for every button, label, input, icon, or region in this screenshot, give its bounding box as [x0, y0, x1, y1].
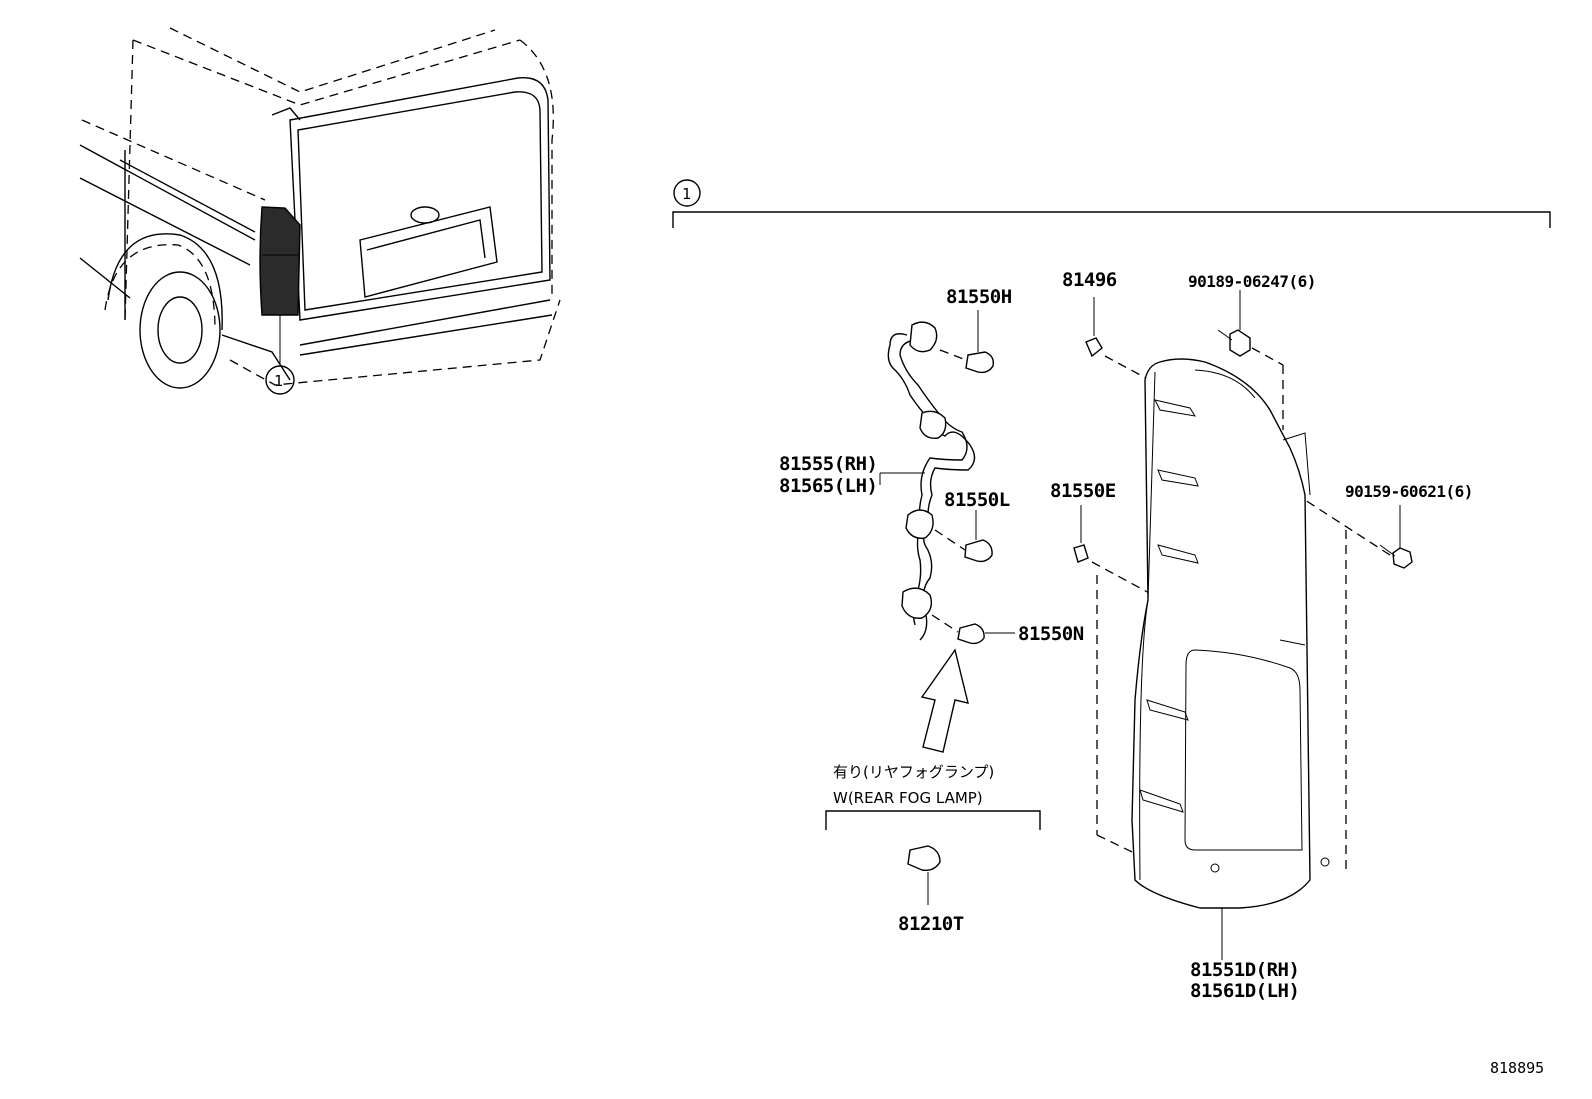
label-81550h: 81550H — [946, 286, 1012, 308]
view-arrow — [920, 648, 969, 753]
callout-marker-vehicle: 1 — [274, 372, 283, 390]
part-labels: 81550H 81555(RH) 81565(LH) 81550L 81550N… — [779, 269, 1473, 1002]
label-81550n: 81550N — [1018, 623, 1084, 645]
bulb-81550h — [939, 349, 995, 374]
label-81550l: 81550L — [944, 489, 1010, 511]
label-81565-lh: 81565(LH) — [779, 475, 877, 497]
bulb-81550n — [931, 614, 985, 645]
label-90189: 90189-06247(6) — [1188, 272, 1316, 291]
fog-note-en: W(REAR FOG LAMP) — [833, 789, 983, 807]
label-81496: 81496 — [1062, 269, 1117, 291]
label-81210t: 81210T — [898, 913, 964, 935]
label-90159: 90159-60621(6) — [1345, 482, 1473, 501]
fog-note-jp: 有り(リヤフォグランプ) — [833, 763, 994, 781]
bulb-81550l — [934, 529, 993, 563]
socket-and-wire-illustration — [879, 310, 1015, 645]
diagram-id: 818895 — [1490, 1059, 1544, 1077]
label-81561d-lh: 81561D(LH) — [1190, 980, 1299, 1002]
label-81551d-rh: 81551D(RH) — [1190, 959, 1299, 981]
label-81550e: 81550E — [1050, 480, 1116, 502]
label-81555-rh: 81555(RH) — [779, 453, 877, 475]
assembly-bracket: 1 — [672, 179, 1551, 228]
callout-marker-assembly: 1 — [682, 185, 691, 203]
fog-lamp-option: 有り(リヤフォグランプ) W(REAR FOG LAMP) — [825, 763, 1041, 905]
rear-lamp-lens — [1131, 358, 1330, 960]
vehicle-rear-illustration: 1 — [79, 27, 561, 395]
